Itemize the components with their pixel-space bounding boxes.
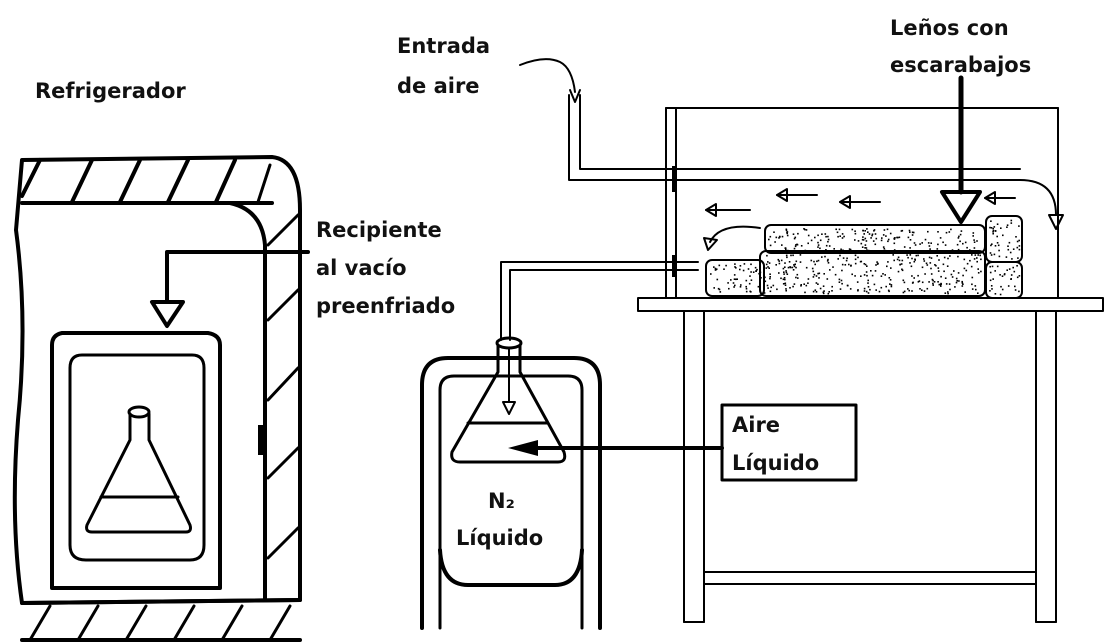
precooled-vacuum-vessel [50, 331, 222, 590]
liquid-nitrogen-dewar [420, 336, 602, 630]
air-inlet-label-line1: Entrada [397, 34, 490, 58]
refrigerator-latch [258, 425, 265, 455]
n2-label-line1: N₂ [488, 489, 515, 513]
log-texture [710, 219, 1021, 296]
beetle-chamber [665, 107, 1059, 299]
liquid-air-label-box [720, 403, 858, 482]
vessel-label-line2: al vacío [316, 256, 407, 280]
refrigerator [12, 155, 302, 642]
logs-with-beetles [705, 215, 1023, 299]
air-inlet-label-line2: de aire [397, 74, 480, 98]
logs-label-line1: Leños con [890, 16, 1009, 40]
vessel-label-line3: preenfriado [316, 294, 455, 318]
refrigerator-label: Refrigerador [35, 79, 186, 103]
liquid-air-label-line1: Aire [732, 413, 780, 437]
refrigerator-body [12, 155, 302, 605]
logs-pointer-arrow [940, 75, 982, 224]
flask-icon [85, 405, 192, 534]
airflow-arrows [703, 179, 1064, 251]
table [637, 297, 1104, 623]
liquid-air-pointer-arrow [508, 440, 724, 456]
vessel-pointer-arrow [150, 250, 310, 328]
logs-label-line2: escarabajos [890, 53, 1031, 77]
liquid-air-label-line2: Líquido [732, 451, 819, 475]
air-tubing [500, 94, 1021, 341]
n2-label-line2: Líquido [456, 526, 543, 550]
vessel-label-line1: Recipiente [316, 218, 442, 242]
air-inlet-arrow [519, 58, 581, 103]
